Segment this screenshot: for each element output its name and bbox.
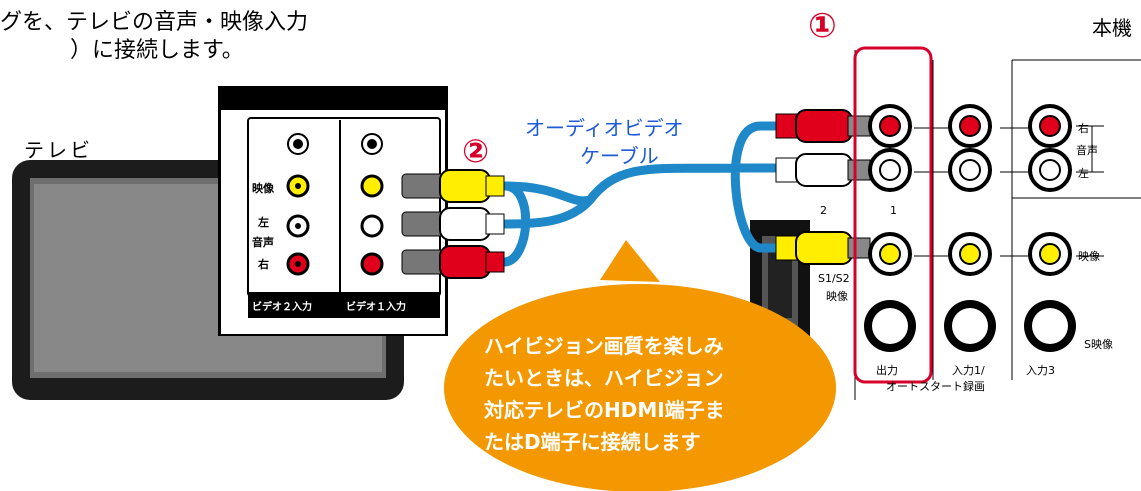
device-input3-label: 入力3 (1026, 364, 1055, 377)
callout-line3: 対応テレビのHDMI端子ま (484, 398, 725, 422)
device-right-label: 右 (1078, 122, 1089, 135)
callout-line2: たいときは、ハイビジョン (484, 366, 724, 390)
tv-video-label: 映像 (252, 182, 274, 195)
device-col1-label: 1 (890, 204, 897, 217)
output-highlight (853, 46, 933, 384)
tv-right-label: 右 (258, 258, 269, 271)
device-audio-label: 音声 (1076, 144, 1098, 157)
device-video-label: 映像 (1078, 250, 1100, 263)
device-s12-label: S1/S2 (818, 272, 850, 285)
tv-plug-yellow (401, 169, 505, 203)
tv-audio-label: 音声 (252, 236, 274, 249)
av-cable (500, 121, 805, 267)
step2-marker: ② (462, 132, 490, 170)
device-jacks (864, 104, 1076, 352)
cable-label-line1: オーディオビデオ (525, 116, 684, 140)
tv-plug-white (401, 207, 505, 241)
device-label: 本機 (1092, 16, 1132, 40)
device-s12-video-label: 映像 (826, 290, 848, 303)
callout-line1: ハイビジョン画質を楽しみ (484, 334, 724, 358)
device-s-video-label: S映像 (1084, 338, 1113, 351)
step1-marker: ① (808, 6, 837, 46)
device-output-label: 出力 (876, 364, 898, 377)
tv-input2-label: ビデオ２入力 (252, 302, 312, 313)
hdmi-callout (444, 240, 836, 491)
device-input1-label: 入力1/ (952, 364, 985, 377)
intro-text-line1: グを、テレビの音声・映像入力 (0, 10, 309, 35)
device-col2-label: 2 (820, 204, 827, 217)
device-left-label: 左 (1078, 167, 1089, 180)
device-autostart-label: オートスタート録画 (886, 380, 985, 393)
callout-line4: たはD端子に接続します (484, 430, 701, 454)
cable-label-line2: ケーブル (580, 144, 659, 168)
tv-label: テレビ (24, 138, 93, 162)
tv-jacks (286, 133, 384, 276)
tv-plug-red (401, 245, 505, 279)
tv-input1-label: ビデオ１入力 (346, 302, 406, 313)
tv-left-label: 左 (258, 216, 269, 229)
intro-text-line2: ）に接続します。 (70, 38, 244, 63)
